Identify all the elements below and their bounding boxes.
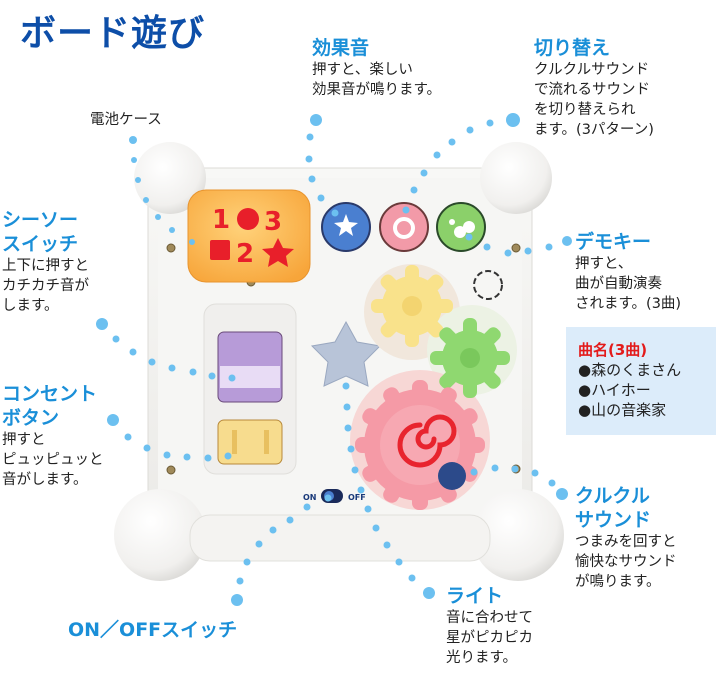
label-power-switch: ON／OFFスイッチ [68,619,238,641]
light-star [310,320,382,387]
song-list-heading: 曲名(3曲) [578,341,648,359]
outlet-button [217,419,283,465]
label-switch-mode: 切り替え クルクルサウンド で流れるサウンド を切り替えられ ます。(3パターン… [534,37,654,138]
svg-text:OFF: OFF [348,493,366,502]
svg-text:3: 3 [264,207,282,237]
switch-mode-button [379,202,429,252]
label-sound-effect: 効果音 押すと、楽しい 効果音が鳴ります。 [312,37,442,98]
demo-key-button [436,202,486,252]
label-battery-case: 電池ケース [90,112,162,128]
svg-text:ON: ON [303,493,317,502]
label-light: ライト 音に合わせて 星がピカピカ 光ります。 [446,585,533,666]
leader-dots [96,113,572,606]
label-sound-effect-title: 効果音 [312,37,370,59]
song-item: ●ハイホー [578,381,651,399]
gears [350,264,517,510]
song-item: ●山の音楽家 [578,401,667,419]
battery-case-panel: 1 3 2 [187,189,311,283]
label-switch-mode-title: 切り替え [534,37,611,59]
label-demo-key: デモキー 押すと、 曲が自動演奏 されます。(3曲) [575,231,682,312]
svg-text:2: 2 [236,239,254,269]
song-item: ●森のくまさん [578,361,682,379]
label-seesaw-switch: シーソー スイッチ 上下に押すと カチカチ音が します。 [2,209,89,314]
sound-effect-button [321,202,371,252]
label-kurukuru-sound: クルクル サウンド つまみを回すと 愉快なサウンド が鳴ります。 [575,485,677,590]
svg-text:1: 1 [212,205,230,235]
flower-outline [473,270,503,300]
song-list-box: 曲名(3曲) ●森のくまさん ●ハイホー ●山の音楽家 [566,327,716,435]
corner-bumpers [114,142,564,581]
label-outlet-button: コンセント ボタン 押すと ピュッピュッと 音がします。 [2,383,104,488]
page-title: ボード遊び [20,13,206,54]
kurukuru-knob [438,462,466,490]
